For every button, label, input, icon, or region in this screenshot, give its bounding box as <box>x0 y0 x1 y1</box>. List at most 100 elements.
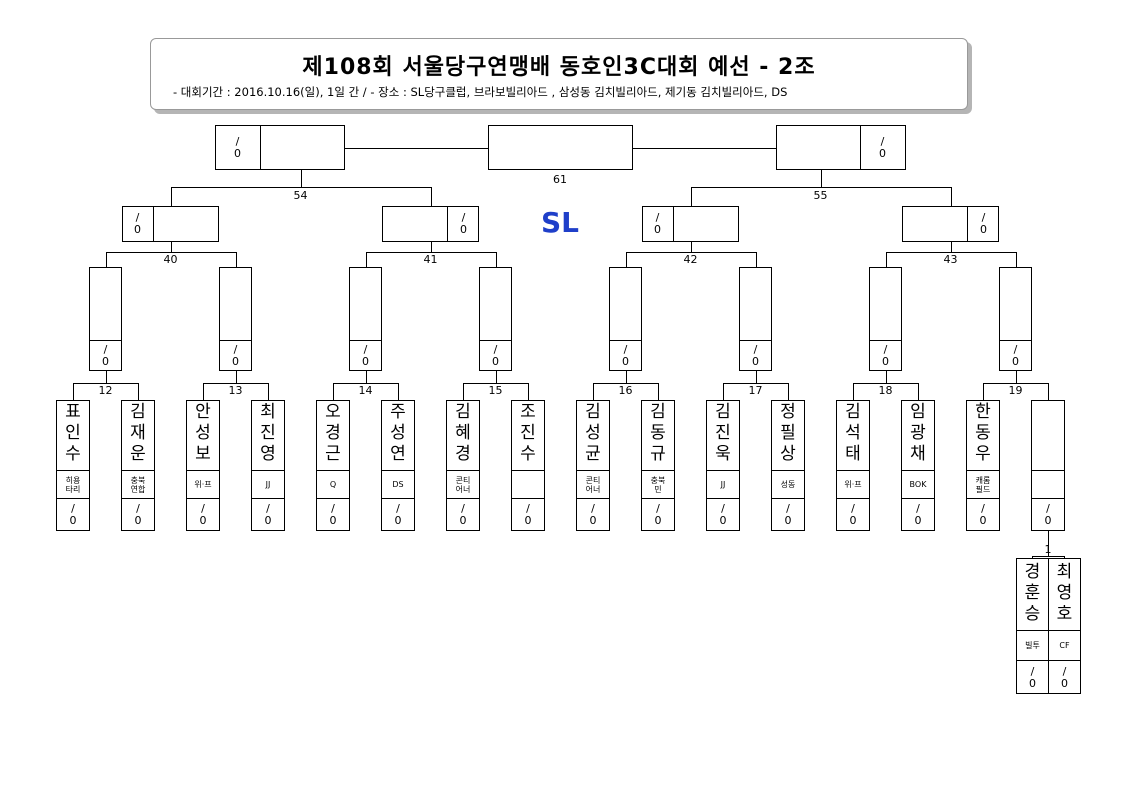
bracket-line <box>1048 383 1049 401</box>
bracket-line <box>1016 660 1049 661</box>
player-name: 임 광 채 <box>910 402 926 464</box>
bracket-line <box>658 383 659 401</box>
bracket-line <box>381 470 415 471</box>
player-name: 김 성 균 <box>585 402 601 464</box>
bracket-line <box>463 383 464 401</box>
player-box <box>576 400 610 531</box>
bracket-line <box>479 340 512 341</box>
bracket-line <box>885 371 887 384</box>
match-number: 16 <box>618 384 633 397</box>
bracket-line <box>625 371 627 384</box>
bracket-line <box>300 170 302 188</box>
match-number: 18 <box>878 384 893 397</box>
player-box <box>706 400 740 531</box>
bracket-line <box>235 371 237 384</box>
player-club: BOK <box>909 480 927 489</box>
player-box <box>381 400 415 531</box>
bracket-line <box>105 371 107 384</box>
player-name: 김 재 운 <box>130 402 146 464</box>
bracket-line <box>365 371 367 384</box>
bracket-line <box>860 125 861 170</box>
advance-box <box>739 267 772 371</box>
bracket-line <box>739 340 772 341</box>
bracket-line <box>365 252 367 268</box>
score-cell: / 0 <box>589 502 597 527</box>
match-number: 1 <box>1044 543 1052 556</box>
score-cell: / 0 <box>654 502 662 527</box>
player-box <box>901 400 935 531</box>
player-club: 충북 민 <box>650 475 666 494</box>
player-box <box>1048 558 1081 694</box>
bracket-line <box>511 498 545 499</box>
bracket-line <box>219 340 252 341</box>
bracket-line <box>966 498 1000 499</box>
score-cell: / 0 <box>234 134 241 160</box>
match-number: 13 <box>228 384 243 397</box>
bracket-line <box>755 252 757 268</box>
player-box <box>251 400 285 531</box>
bracket-line <box>966 470 1000 471</box>
bracket-line <box>641 498 675 499</box>
bracket-line <box>836 470 870 471</box>
bracket-line <box>576 470 610 471</box>
player-club: 위·프 <box>844 480 862 489</box>
player-box <box>511 400 545 531</box>
bracket-line <box>349 340 382 341</box>
bracket-line <box>381 498 415 499</box>
player-club: 충북 연합 <box>130 475 146 494</box>
score-cell: / 0 <box>102 343 109 368</box>
player-name: 김 석 태 <box>845 402 861 464</box>
bracket-line <box>1048 542 1049 557</box>
bracket-line <box>1048 630 1081 631</box>
bracket-line <box>528 383 529 401</box>
score-cell: / 0 <box>719 502 727 527</box>
bracket-line <box>186 498 220 499</box>
bracket-line <box>511 470 545 471</box>
bracket-line <box>1015 252 1017 268</box>
bracket-line <box>1015 371 1017 384</box>
bracket-line <box>901 498 935 499</box>
bracket-line <box>186 470 220 471</box>
match-number: 54 <box>293 189 308 202</box>
bracket-line <box>625 252 627 268</box>
tournament-info: - 대회기간 : 2016.10.16(일), 1일 간 / - 장소 : SL… <box>173 85 788 99</box>
bracket-line <box>430 242 432 253</box>
player-club: 위·프 <box>194 480 212 489</box>
bracket-line <box>495 371 497 384</box>
bracket-line <box>901 470 935 471</box>
advance-box <box>215 125 345 170</box>
page-title: 제108회 서울당구연맹배 동호인3C대회 예선 - 2조 <box>302 55 816 80</box>
score-cell: / 0 <box>524 502 532 527</box>
player-box <box>316 400 350 531</box>
bracket-line <box>609 340 642 341</box>
bracket-line <box>316 470 350 471</box>
bracket-line <box>1048 531 1049 543</box>
bracket-line <box>690 187 692 207</box>
advance-box <box>122 206 219 242</box>
venue-mark: SL <box>540 206 580 239</box>
bracket-line <box>690 242 692 253</box>
bracket-line <box>706 470 740 471</box>
match-number: 40 <box>163 253 178 266</box>
player-club <box>511 471 545 498</box>
match-number: 43 <box>943 253 958 266</box>
score-cell: / 0 <box>654 211 661 236</box>
bracket-line <box>203 383 204 401</box>
bracket-line <box>268 383 269 401</box>
score-cell: / 0 <box>980 211 987 236</box>
player-name: 최 영 호 <box>1056 562 1073 624</box>
player-name: 정 필 상 <box>780 402 796 464</box>
player-name: 오 경 근 <box>325 402 341 464</box>
player-club: CF <box>1059 641 1070 650</box>
bracket-line <box>235 252 237 268</box>
match-number: 12 <box>98 384 113 397</box>
bracket-line <box>869 340 902 341</box>
bracket-line <box>918 383 919 401</box>
player-name: 표 인 수 <box>65 402 81 464</box>
bracket-line <box>755 371 757 384</box>
bracket-line <box>345 148 489 149</box>
bracket-line <box>853 383 854 401</box>
bracket-line <box>447 206 448 242</box>
player-name: 김 동 규 <box>650 402 666 464</box>
score-cell: / 0 <box>1044 502 1052 527</box>
